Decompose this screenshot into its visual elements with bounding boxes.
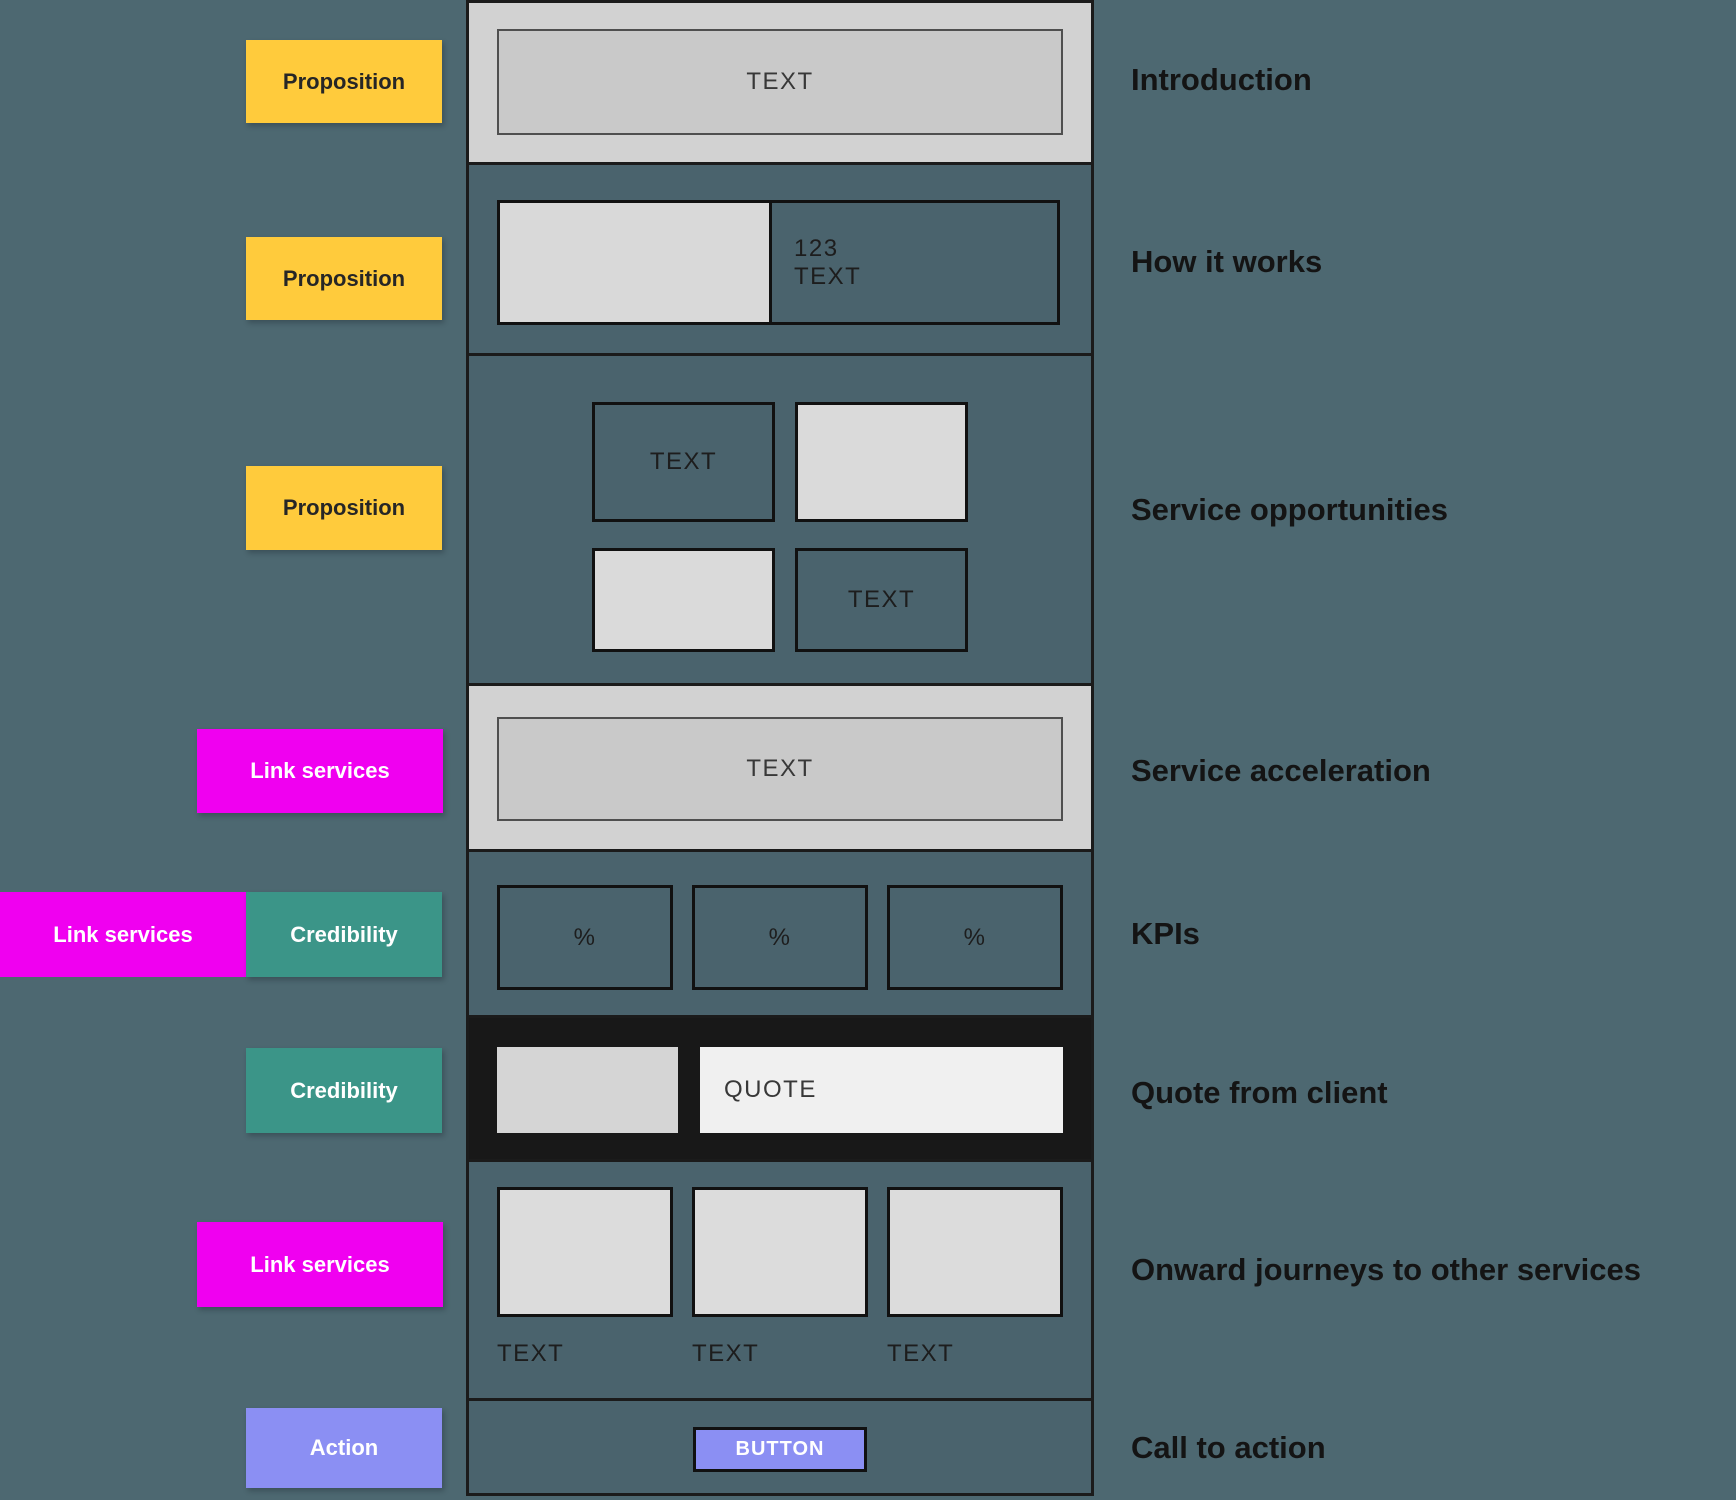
chip-proposition-service-opportunities: Proposition	[246, 466, 442, 550]
how-it-works-text: TEXT	[794, 262, 862, 290]
label-onward-journeys: Onward journeys to other services	[1131, 1252, 1641, 1287]
chip-link-services-acceleration: Link services	[197, 729, 443, 813]
chip-action-cta: Action	[246, 1408, 442, 1488]
label-introduction: Introduction	[1131, 62, 1312, 97]
section-call-to-action: BUTTON	[466, 1398, 1094, 1496]
quote-avatar-placeholder	[497, 1047, 678, 1133]
section-how-it-works: 123 TEXT	[466, 162, 1094, 356]
section-service-opportunities: TEXT TEXT	[466, 353, 1094, 686]
quote-text: QUOTE	[724, 1076, 817, 1103]
kpi-percent-3: %	[963, 923, 987, 951]
chip-credibility-quote: Credibility	[246, 1048, 442, 1133]
service-opp-box-4: TEXT	[795, 548, 968, 652]
onward-caption-3: TEXT	[887, 1340, 955, 1367]
onward-caption-1: TEXT	[497, 1340, 565, 1367]
service-opp-box-1: TEXT	[592, 402, 775, 522]
acceleration-text-block: TEXT	[497, 717, 1063, 821]
how-it-works-text-area: 123 TEXT	[772, 203, 1057, 322]
section-quote: QUOTE	[466, 1015, 1094, 1162]
section-onward-journeys: TEXT TEXT TEXT	[466, 1159, 1094, 1401]
chip-link-services-onward: Link services	[197, 1222, 443, 1307]
how-it-works-block: 123 TEXT	[497, 200, 1060, 325]
chip-credibility-kpis: Credibility	[246, 892, 442, 977]
how-it-works-image-placeholder	[500, 203, 772, 322]
kpi-percent-1: %	[573, 923, 597, 951]
section-kpis: % % %	[466, 849, 1094, 1018]
how-it-works-number: 123	[794, 234, 839, 262]
label-call-to-action: Call to action	[1131, 1430, 1326, 1465]
kpi-box-2: %	[692, 885, 868, 990]
section-introduction: TEXT	[466, 0, 1094, 165]
kpi-box-1: %	[497, 885, 673, 990]
onward-card-3	[887, 1187, 1063, 1317]
onward-card-2	[692, 1187, 868, 1317]
service-opp-box-2	[795, 402, 968, 522]
intro-text: TEXT	[746, 68, 814, 95]
cta-button: BUTTON	[693, 1427, 867, 1472]
label-service-acceleration: Service acceleration	[1131, 753, 1431, 788]
label-service-opportunities: Service opportunities	[1131, 492, 1448, 527]
intro-text-block: TEXT	[497, 29, 1063, 135]
acceleration-text: TEXT	[746, 755, 814, 782]
kpi-percent-2: %	[768, 923, 792, 951]
chip-proposition-how-it-works: Proposition	[246, 237, 442, 320]
label-quote-from-client: Quote from client	[1131, 1075, 1388, 1110]
chip-link-services-kpis: Link services	[0, 892, 246, 977]
service-opp-box-3	[592, 548, 775, 652]
onward-caption-2: TEXT	[692, 1340, 760, 1367]
chip-proposition-introduction: Proposition	[246, 40, 442, 123]
onward-card-1	[497, 1187, 673, 1317]
label-how-it-works: How it works	[1131, 244, 1323, 279]
quote-text-block: QUOTE	[700, 1047, 1063, 1133]
kpi-box-3: %	[887, 885, 1063, 990]
section-service-acceleration: TEXT	[466, 683, 1094, 852]
service-opp-box-4-text: TEXT	[847, 586, 916, 613]
service-opp-box-1-text: TEXT	[649, 448, 718, 475]
label-kpis: KPIs	[1131, 916, 1200, 951]
